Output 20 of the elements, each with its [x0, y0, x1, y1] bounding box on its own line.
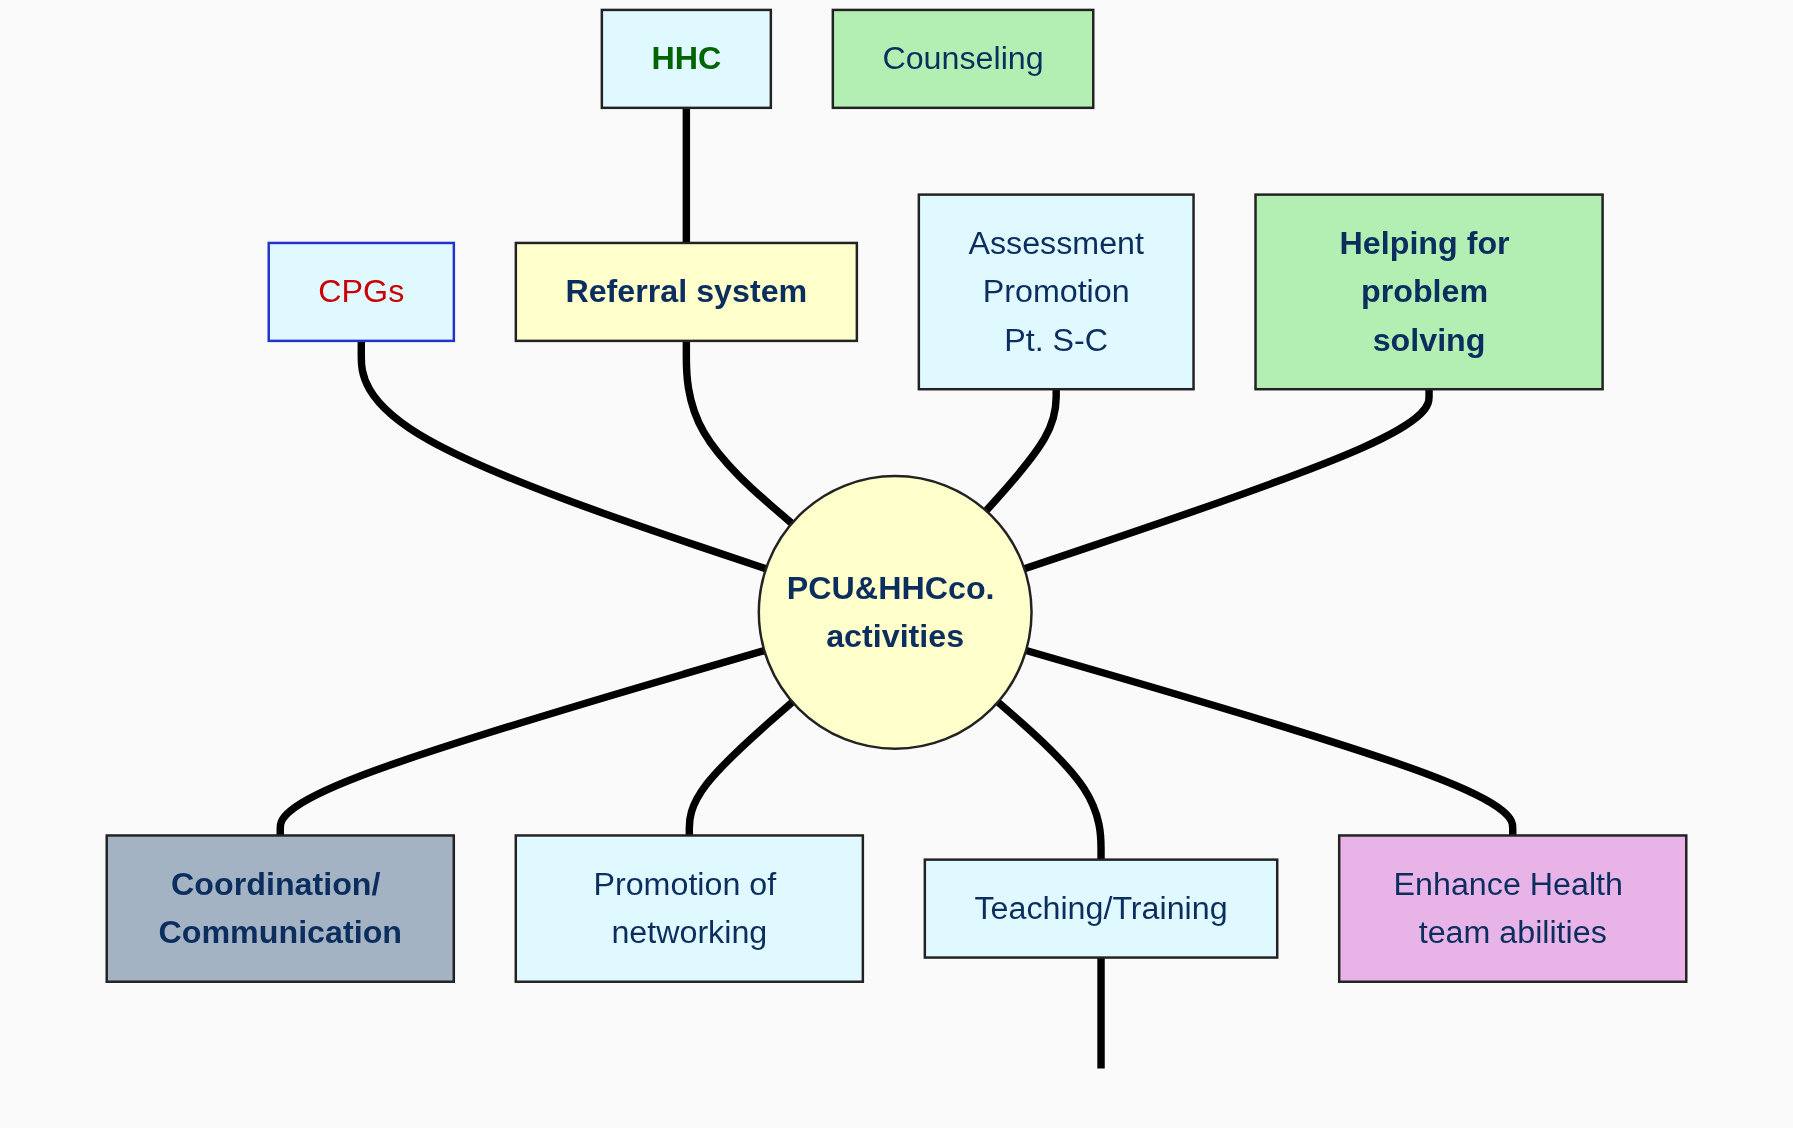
- connector: [682, 340, 795, 527]
- connector: [983, 389, 1060, 514]
- connector: [995, 699, 1105, 860]
- node-box: Coordination/ Communication: [105, 834, 456, 983]
- connector: [1023, 389, 1433, 573]
- node-box: Helping for problem solving: [1254, 193, 1604, 391]
- node-box: HHC: [600, 8, 773, 110]
- connector: [685, 699, 795, 836]
- node-box: Referral system: [514, 241, 859, 343]
- node-box: CPGs: [267, 241, 456, 343]
- node-box: Teaching/Training: [923, 858, 1279, 959]
- node-box: Promotion of networking: [514, 834, 865, 983]
- connector: [1025, 646, 1517, 836]
- node-box: Enhance Health team abilities: [1337, 834, 1688, 983]
- node-box: Counseling: [831, 8, 1095, 110]
- node-box: Assessment Promotion Pt. S-C: [917, 193, 1195, 391]
- node-circle: PCU&HHCco. activities: [757, 474, 1033, 750]
- connector: [357, 340, 768, 573]
- connector: [682, 107, 691, 243]
- connector: [276, 647, 766, 836]
